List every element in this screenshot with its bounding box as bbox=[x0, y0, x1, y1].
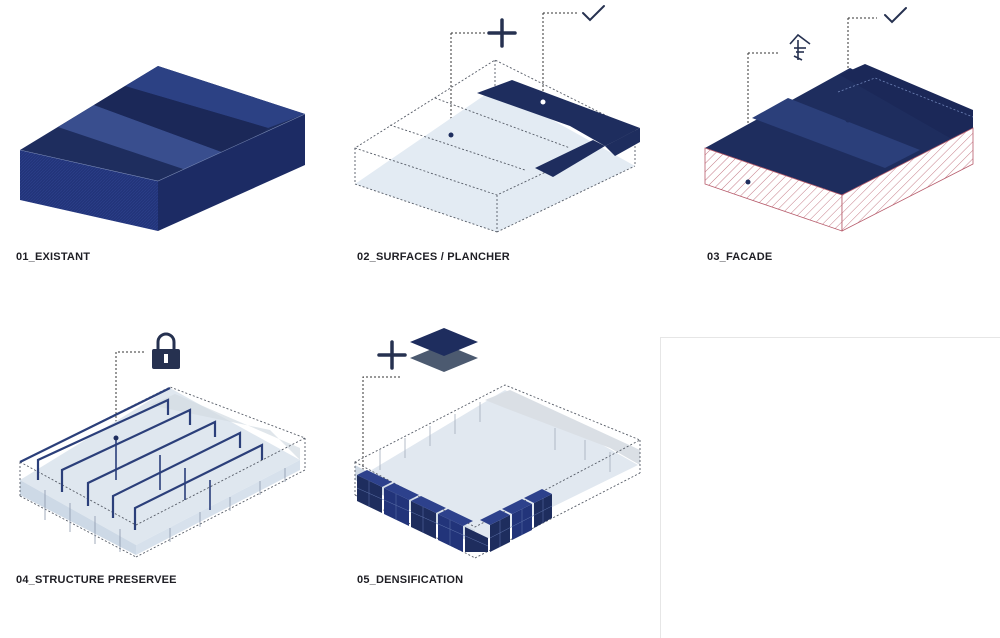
diagram-facade: 03_FACADE bbox=[690, 0, 1000, 270]
facade-arrow-icon bbox=[789, 33, 811, 61]
new-modules bbox=[356, 470, 553, 552]
roof-band bbox=[125, 66, 305, 128]
facade-drawing bbox=[704, 7, 974, 232]
diagram-densification: 05_DENSIFICATION bbox=[340, 320, 660, 600]
diagram-structure: 04_STRUCTURE PRESERVEE bbox=[0, 320, 330, 600]
floor-surface bbox=[355, 88, 635, 232]
densification-drawing bbox=[354, 328, 642, 559]
caption-facade: 03_FACADE bbox=[707, 251, 773, 263]
roof-band bbox=[752, 98, 920, 168]
check-icon bbox=[884, 7, 907, 24]
diagram-surfaces: 02_SURFACES / PLANCHER bbox=[340, 0, 670, 270]
caption-structure: 04_STRUCTURE PRESERVEE bbox=[16, 574, 177, 586]
side-facade bbox=[841, 127, 974, 232]
caption-surfaces: 02_SURFACES / PLANCHER bbox=[357, 251, 510, 263]
steel-frames bbox=[19, 387, 264, 530]
plus-icon bbox=[377, 340, 407, 370]
wireframe-volume bbox=[353, 59, 637, 233]
caption-existant: 01_EXISTANT bbox=[16, 251, 91, 263]
layers-icon bbox=[410, 328, 478, 372]
surfaces-drawing bbox=[353, 5, 640, 233]
empty-panel bbox=[660, 337, 1000, 638]
caption-densification: 05_DENSIFICATION bbox=[357, 574, 464, 586]
mezzanine-slab bbox=[477, 80, 640, 146]
side-face bbox=[158, 114, 305, 231]
plus-icon bbox=[487, 18, 517, 48]
roof-band-dark bbox=[840, 64, 973, 138]
diagram-existant: 01_EXISTANT bbox=[0, 0, 330, 270]
mezzanine-slab-2 bbox=[535, 140, 605, 177]
roof-band-light bbox=[58, 105, 238, 175]
check-icon bbox=[582, 5, 605, 22]
structure-drawing bbox=[19, 332, 307, 558]
mezzanine-slab-3 bbox=[605, 128, 640, 156]
existing-volume-drawing bbox=[19, 66, 306, 231]
roof-band-dark bbox=[94, 86, 268, 158]
front-face bbox=[20, 150, 158, 231]
lock-icon bbox=[152, 332, 180, 369]
